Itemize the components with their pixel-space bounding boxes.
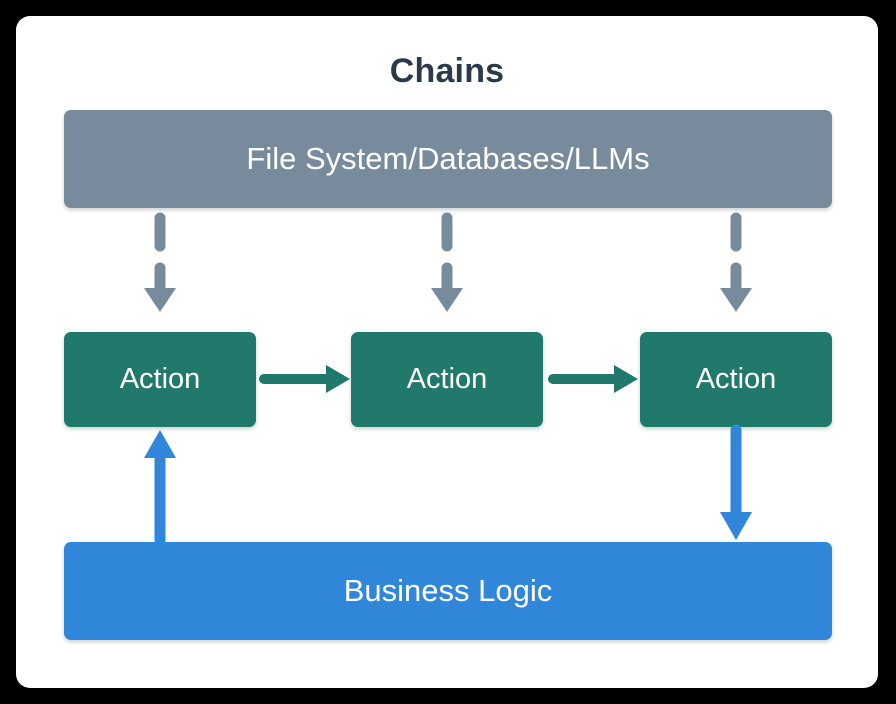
node-label-action-3: Action [695, 363, 777, 395]
node-label-business-logic: Business Logic [343, 573, 553, 608]
node-label-action-1: Action [119, 363, 201, 395]
node-action-1[interactable]: Action [64, 332, 256, 427]
connector-source-to-action-1 [144, 212, 176, 312]
connector-action-1-to-action-2 [259, 365, 350, 393]
connector-source-to-action-3 [720, 212, 752, 312]
connector-source-to-action-2 [431, 212, 463, 312]
node-action-2[interactable]: Action [351, 332, 543, 427]
connector-business-to-action-1 [144, 430, 176, 546]
node-label-action-2: Action [406, 363, 488, 395]
node-action-3[interactable]: Action [640, 332, 832, 427]
connector-action-3-to-business [720, 424, 752, 540]
diagram-title: Chains [389, 52, 505, 90]
node-file-system-databases-llms[interactable]: File System/Databases/LLMs [64, 110, 832, 208]
diagram-card: Chains File System/Databases/LLMs Action… [16, 16, 878, 688]
connector-action-2-to-action-3 [548, 365, 638, 393]
node-business-logic[interactable]: Business Logic [64, 542, 832, 640]
node-label-source: File System/Databases/LLMs [246, 141, 650, 176]
